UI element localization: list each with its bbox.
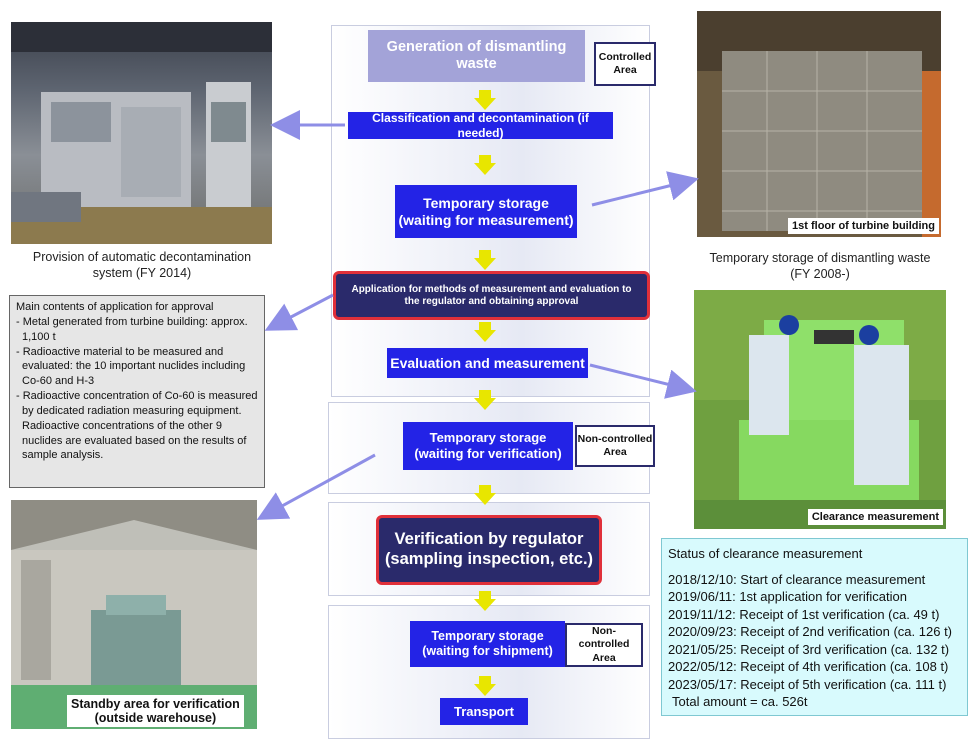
flow-step-8-line1: Temporary storage (431, 629, 544, 643)
application-info-title: Main contents of application for approva… (16, 301, 214, 313)
decontamination-machine-illustration (11, 22, 272, 244)
standby-label-line1: Standby area for verification (71, 697, 240, 711)
standby-area-photo: Standby area for verification (outside w… (11, 500, 257, 729)
flow-step-generation-label: Generation of dismantling waste (386, 38, 567, 72)
clearance-equipment-illustration (694, 290, 946, 529)
clearance-status-box: Status of clearance measurement 2018/12/… (661, 538, 968, 716)
flow-step-evaluation: Evaluation and measurement (387, 348, 588, 378)
non-controlled-area-tag-2: Non-controlled Area (565, 623, 643, 667)
decontamination-system-photo (11, 22, 272, 244)
application-info-item-1: - Metal generated from turbine building:… (16, 315, 248, 343)
flow-step-classification: Classification and decontamination (if n… (348, 111, 613, 140)
flow-step-transport-label: Transport (454, 703, 514, 719)
application-info-item-2: - Radioactive material to be measured an… (16, 345, 246, 388)
flow-arrow-1 (474, 90, 496, 110)
flow-step-transport: Transport (440, 698, 528, 725)
flow-arrow-6 (474, 485, 496, 505)
arrow-to-clearance-photo (589, 363, 697, 399)
flow-step-3-line2: (waiting for measurement) (398, 211, 574, 228)
non-controlled-area-tag-1: Non-controlled Area (575, 425, 655, 467)
flow-step-temp-storage-measurement: Temporary storage (waiting for measureme… (395, 185, 577, 238)
non-controlled-2-line2: Area (592, 651, 616, 664)
flow-step-classification-label: Classification and decontamination (if n… (372, 111, 589, 140)
status-entry: 2020/09/23: Receipt of 2nd verification … (668, 624, 953, 640)
status-entry: 2019/06/11: 1st application for verifica… (668, 589, 907, 605)
flow-step-4-line1: Application for methods of measurement a… (351, 283, 632, 295)
standby-label-line2: (outside warehouse) (94, 711, 217, 725)
non-controlled-2-line1: Non-controlled (578, 625, 630, 651)
application-info-box: Main contents of application for approva… (9, 295, 265, 488)
flow-arrow-8 (474, 676, 496, 696)
turbine-caption-line1: Temporary storage of dismantling waste (709, 251, 931, 265)
warehouse-illustration (11, 500, 257, 729)
non-controlled-1-line1: Non-controlled (577, 432, 653, 445)
flow-step-4-line2: the regulator and obtaining approval (404, 295, 579, 307)
status-entry: 2018/12/10: Start of clearance measureme… (668, 571, 926, 587)
controlled-area-label: Controlled Area (598, 50, 652, 76)
storage-baskets-illustration (697, 11, 941, 237)
flow-step-8-line2: (waiting for shipment) (422, 644, 553, 658)
flow-step-temp-storage-shipment: Temporary storage (waiting for shipment) (410, 621, 565, 667)
status-entry: 2021/05/25: Receipt of 3rd verification … (668, 641, 950, 657)
decontamination-caption: Provision of automatic decontamination s… (6, 249, 278, 282)
status-entry: 2023/05/17: Receipt of 5th verification … (668, 676, 947, 692)
turbine-storage-caption: Temporary storage of dismantling waste (… (690, 250, 950, 283)
arrow-to-turbine-photo (591, 171, 699, 207)
status-entry: 2022/05/12: Receipt of 4th verification … (668, 659, 949, 675)
flow-arrow-4 (474, 322, 496, 342)
turbine-building-storage-photo: 1st floor of turbine building (697, 11, 941, 237)
status-total: Total amount = ca. 526t (672, 694, 808, 710)
turbine-building-label: 1st floor of turbine building (788, 218, 939, 234)
flow-arrow-2 (474, 155, 496, 175)
clearance-measurement-photo: Clearance measurement (694, 290, 946, 529)
flow-step-7-line1: Verification by regulator (394, 530, 584, 549)
flow-step-verification-regulator: Verification by regulator (sampling insp… (376, 515, 602, 585)
flow-step-3-line1: Temporary storage (423, 194, 549, 211)
status-title: Status of clearance measurement (668, 546, 863, 561)
flow-step-6-line1: Temporary storage (429, 430, 547, 446)
non-controlled-1-line2: Area (603, 446, 627, 458)
flow-step-evaluation-label: Evaluation and measurement (390, 354, 585, 371)
clearance-measurement-label: Clearance measurement (807, 509, 943, 525)
flow-arrow-7 (474, 591, 496, 611)
controlled-area-tag: Controlled Area (594, 42, 656, 86)
status-entry: 2019/11/12: Receipt of 1st verification … (668, 606, 940, 622)
flow-step-6-line2: (waiting for verification) (414, 446, 562, 461)
flow-step-7-line2: (sampling inspection, etc.) (384, 550, 594, 568)
decontamination-caption-line2: system (FY 2014) (92, 266, 192, 281)
flow-arrow-5 (474, 390, 496, 410)
standby-area-label: Standby area for verification (outside w… (67, 695, 244, 727)
application-info-item-3: - Radioactive concentration of Co-60 is … (16, 390, 258, 462)
flow-step-temp-storage-verification: Temporary storage (waiting for verificat… (403, 422, 573, 470)
decontamination-caption-line1: Provision of automatic decontamination (32, 250, 252, 264)
flow-step-generation: Generation of dismantling waste (368, 30, 585, 82)
flow-arrow-3 (474, 250, 496, 270)
arrow-to-application-box (264, 293, 334, 331)
turbine-caption-line2: (FY 2008-) (790, 267, 850, 282)
arrow-to-standby-photo (256, 453, 376, 520)
flow-step-application: Application for methods of measurement a… (333, 271, 650, 320)
